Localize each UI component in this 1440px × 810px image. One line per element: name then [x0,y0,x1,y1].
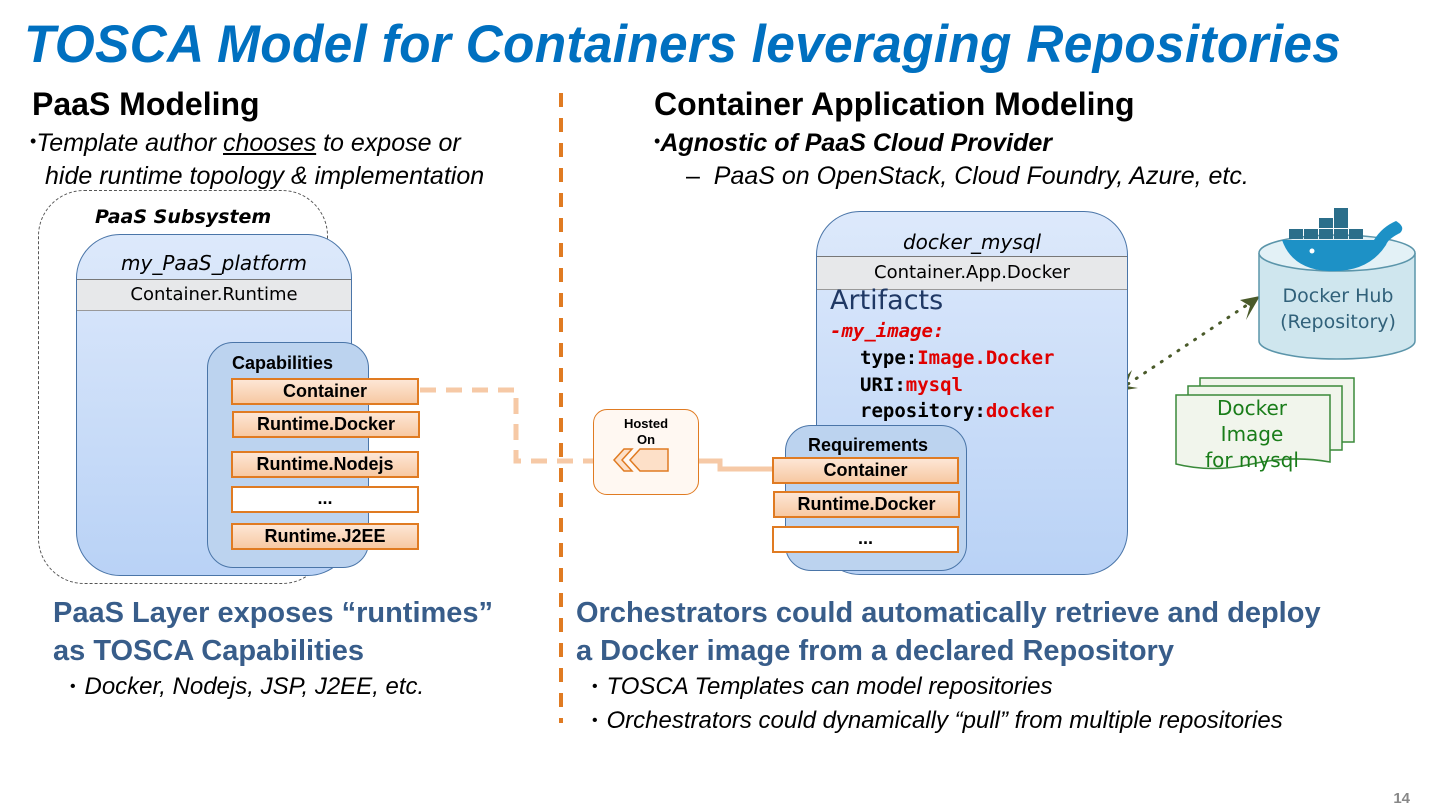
artifact-prop-uri: URI:mysql [860,374,963,396]
right-bullet: •Agnostic of PaaS Cloud Provider [654,129,1052,158]
capabilities-title: Capabilities [232,353,334,373]
left-summary: PaaS Layer exposes “runtimes”as TOSCA Ca… [53,597,494,667]
bullet-dot: • [654,131,661,151]
left-bullet: •Template author chooses to expose or [30,129,461,158]
right-summary: Orchestrators could automatically retrie… [576,597,1321,667]
bullet-dot: • [30,131,37,151]
right-summary-bullet-1: • TOSCA Templates can model repositories [592,673,1053,700]
left-bullet-line2: hide runtime topology & implementation [45,162,485,190]
node-type: Container.App.Docker [817,256,1127,290]
artifacts-title: Artifacts [830,285,944,316]
paas-subsystem-label: PaaS Subsystem [95,206,272,228]
page-number: 14 [1393,790,1410,807]
capability-container[interactable]: Container [231,378,419,405]
capability-runtime-nodejs[interactable]: Runtime.Nodejs [231,451,419,478]
arrowhead-to-repo [1240,296,1260,320]
docker-whale-icon [1282,208,1403,272]
requirements-title: Requirements [808,435,929,455]
node-type: Container.Runtime [77,279,351,311]
node-name: docker_mysql [902,230,1042,254]
capability-runtime-docker[interactable]: Runtime.Docker [232,411,420,438]
docker-image-stack-icon [1175,377,1355,470]
right-heading: Container Application Modeling [654,86,1135,122]
bullet-text-underlined: chooses [223,129,317,157]
capability-more[interactable]: ... [231,486,419,513]
bullet-text-post: to expose or [316,129,461,157]
docker-hub-label: Docker Hub(Repository) [1280,285,1396,333]
slide-title: TOSCA Model for Containers leveraging Re… [24,15,1342,74]
node-name: my_PaaS_platform [121,251,307,275]
docker-hub-repository[interactable] [1256,205,1420,363]
left-summary-bullet: • Docker, Nodejs, JSP, J2EE, etc. [70,673,425,700]
artifact-name: -my_image: [830,320,945,342]
section-divider [559,93,563,723]
bullet-text-pre: Template author [36,129,224,157]
bullet-text: Agnostic of PaaS Cloud Provider [660,129,1053,157]
right-summary-bullet-2: • Orchestrators could dynamically “pull”… [592,707,1283,734]
right-sub-bullet: – PaaS on OpenStack, Cloud Foundry, Azur… [686,162,1249,190]
capability-link-dashed [420,387,612,464]
left-heading: PaaS Modeling [32,86,260,122]
capability-runtime-j2ee[interactable]: Runtime.J2EE [231,523,419,550]
sub-bullet-text: PaaS on OpenStack, Cloud Foundry, Azure,… [713,162,1249,190]
repository-link [1126,301,1252,386]
hosted-on-chevron-icon [612,448,669,472]
requirement-container[interactable]: Container [772,457,959,484]
artifact-prop-repository: repository:docker [860,400,1055,422]
artifact-prop-type: type:Image.Docker [860,347,1055,369]
requirement-more[interactable]: ... [772,526,959,553]
requirement-runtime-docker[interactable]: Runtime.Docker [773,491,960,518]
